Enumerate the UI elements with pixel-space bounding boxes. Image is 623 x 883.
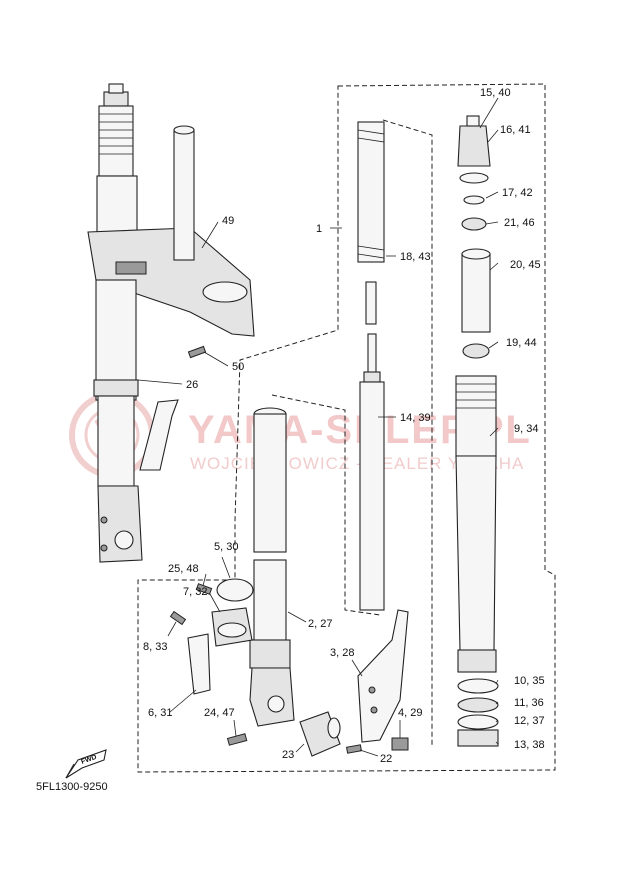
washer	[463, 195, 485, 205]
inner-tube-lower	[253, 559, 287, 651]
damper-rod-top	[365, 281, 377, 325]
callout-11-36: 11, 36	[514, 697, 544, 709]
callout-16-41: 16, 41	[500, 124, 531, 136]
callout-26: 26	[186, 379, 198, 391]
bracket-slot	[115, 261, 147, 275]
leader-lines	[137, 97, 499, 757]
callout-13-38: 13, 38	[514, 739, 545, 751]
callout-8-33: 8, 33	[143, 641, 167, 653]
damper-cylinder	[359, 381, 385, 611]
callout-12-37: 12, 37	[514, 715, 545, 727]
callout-15-40: 15, 40	[480, 87, 511, 99]
fork-guard	[139, 399, 179, 471]
part-code: 5FL1300-9250	[36, 781, 108, 793]
inner-tube	[97, 395, 135, 487]
callout-5-30: 5, 30	[214, 541, 238, 553]
assembly-boundary	[137, 83, 556, 773]
callout-4-29: 4, 29	[398, 707, 422, 719]
spacer	[461, 253, 491, 333]
slide-metal	[457, 729, 499, 747]
callout-2-27: 2, 27	[308, 618, 332, 630]
inner-tube-assembly	[169, 407, 409, 757]
fork-guard-part	[357, 609, 409, 743]
bolt-25	[195, 583, 213, 595]
damper-rod	[367, 333, 377, 375]
outer-tube-right	[455, 455, 497, 651]
callout-50: 50	[232, 361, 244, 373]
cap-adjuster	[466, 115, 480, 127]
steering-stem	[173, 129, 195, 261]
spring-seat	[462, 343, 490, 359]
callout-17-42: 17, 42	[502, 187, 533, 199]
oil-seal-clip	[457, 678, 499, 694]
fwd-arrow-icon: FWD	[65, 749, 107, 779]
damper-parts	[357, 121, 385, 611]
inner-tube-upper	[253, 413, 287, 553]
guard-hole	[368, 686, 376, 694]
callout-1: 1	[316, 223, 322, 235]
callout-21-46: 21, 46	[504, 217, 535, 229]
collar-end	[327, 717, 341, 739]
assembled-fork	[87, 83, 255, 563]
clamp-ring	[217, 622, 247, 638]
callout-49: 49	[222, 215, 234, 227]
spacer-top	[461, 248, 491, 260]
oil-seal	[457, 697, 499, 713]
rod-piston	[363, 371, 381, 383]
nut	[461, 217, 487, 231]
callout-20-45: 20, 45	[510, 259, 541, 271]
callout-24-47: 24, 47	[204, 707, 235, 719]
callout-3-28: 3, 28	[330, 647, 354, 659]
callout-labels: 1 15, 40 16, 41 17, 42 21, 46 20, 45 19,…	[143, 87, 545, 765]
callout-10-35: 10, 35	[514, 675, 545, 687]
circlip	[216, 578, 254, 602]
bolt-head	[100, 544, 108, 552]
outer-tube-threaded	[98, 105, 134, 177]
callout-18-43: 18, 43	[400, 251, 431, 263]
axle-hole	[114, 530, 134, 550]
tube-bottom	[457, 649, 497, 673]
callout-14-39: 14, 39	[400, 412, 431, 424]
callout-25-48: 25, 48	[168, 563, 199, 575]
tube-collar	[249, 639, 291, 669]
cap-bolt	[457, 125, 491, 167]
fork-spring	[357, 121, 385, 263]
callout-22: 22	[380, 753, 392, 765]
callout-7-32: 7, 32	[183, 586, 207, 598]
guide-line	[271, 394, 381, 616]
guard-hole	[370, 706, 378, 714]
right-parts	[455, 115, 499, 747]
stem-top	[173, 125, 195, 135]
o-ring	[459, 172, 489, 184]
callout-23: 23	[282, 749, 294, 761]
cap-nut	[108, 83, 124, 94]
bolt-8	[169, 610, 187, 626]
bracket-left	[187, 633, 211, 695]
bolt-22	[346, 744, 362, 754]
bolt-50	[187, 345, 207, 359]
outer-tube	[96, 175, 138, 237]
tube-band	[93, 379, 139, 397]
bracket-clamp-hole	[202, 281, 248, 303]
bolt-head	[100, 516, 108, 524]
callout-19-44: 19, 44	[506, 337, 537, 349]
washer-right	[457, 714, 499, 730]
callout-6-31: 6, 31	[148, 707, 172, 719]
outer-tube-threaded-right	[455, 375, 497, 457]
bolt-4	[391, 737, 409, 751]
bolt-24	[226, 733, 248, 746]
fork-cap	[103, 91, 129, 107]
guide-line	[382, 119, 433, 745]
callout-9-34: 9, 34	[514, 423, 538, 435]
holder-hole	[267, 695, 285, 713]
